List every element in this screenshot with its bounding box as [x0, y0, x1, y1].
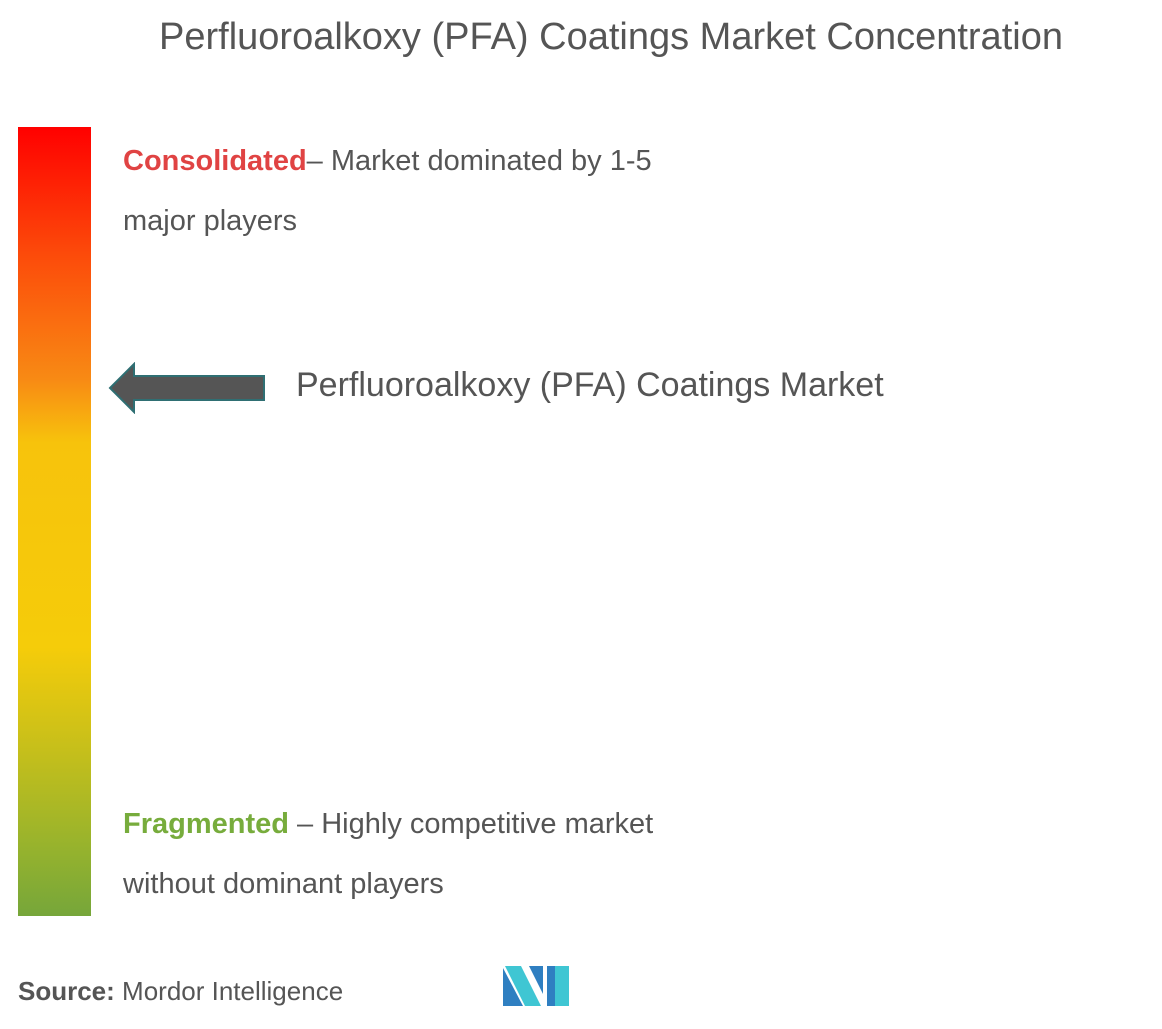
consolidated-line-1: Consolidated– Market dominated by 1-5 — [123, 131, 652, 191]
source-value: Mordor Intelligence — [114, 976, 344, 1006]
concentration-gradient-bar — [18, 127, 91, 916]
fragmented-line-1: Fragmented – Highly competitive market — [123, 794, 653, 854]
consolidated-keyword: Consolidated — [123, 145, 307, 177]
fragmented-line-1-text: – Highly competitive market — [288, 808, 654, 840]
fragmented-description: Fragmented – Highly competitive market w… — [123, 794, 653, 914]
fragmented-line-2: without dominant players — [123, 868, 444, 900]
consolidated-line-2: major players — [123, 205, 298, 237]
consolidated-description: Consolidated– Market dominated by 1-5 ma… — [123, 131, 652, 251]
consolidated-line-1-text: – Market dominated by 1-5 — [306, 145, 652, 177]
arrow-left-icon — [108, 362, 265, 414]
chart-title: Perfluoroalkoxy (PFA) Coatings Market Co… — [159, 16, 1063, 58]
source-credit: Source: Mordor Intelligence — [18, 976, 343, 1007]
mordor-intelligence-logo — [503, 966, 569, 1006]
source-label: Source: — [18, 976, 115, 1006]
fragmented-keyword: Fragmented — [123, 808, 289, 840]
market-position-label: Perfluoroalkoxy (PFA) Coatings Market — [296, 366, 884, 404]
